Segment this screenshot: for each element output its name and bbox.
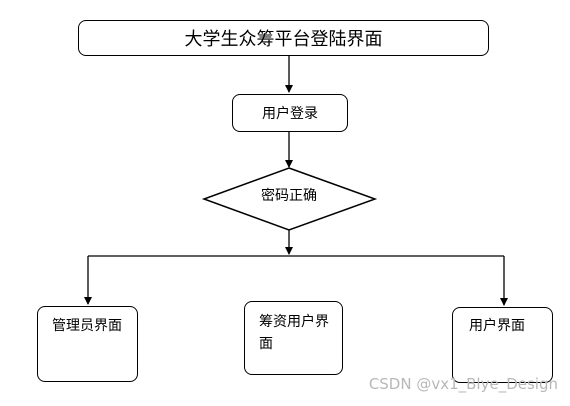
title-box: 大学生众筹平台登陆界面 <box>78 20 489 56</box>
admin-box: 管理员界面 <box>37 306 138 382</box>
watermark-text: CSDN @vx1_Blye_Design <box>368 375 558 393</box>
user-text: 用户界面 <box>469 318 525 334</box>
fund-user-box: 筹资用户界面 <box>244 301 343 375</box>
login-box: 用户登录 <box>232 94 348 132</box>
title-text: 大学生众筹平台登陆界面 <box>184 29 383 50</box>
decision-text: 密码正确 <box>261 188 317 204</box>
login-text: 用户登录 <box>262 106 318 122</box>
user-box: 用户界面 <box>452 307 553 383</box>
fund-user-text: 筹资用户界面 <box>259 314 329 352</box>
admin-text: 管理员界面 <box>52 318 122 334</box>
